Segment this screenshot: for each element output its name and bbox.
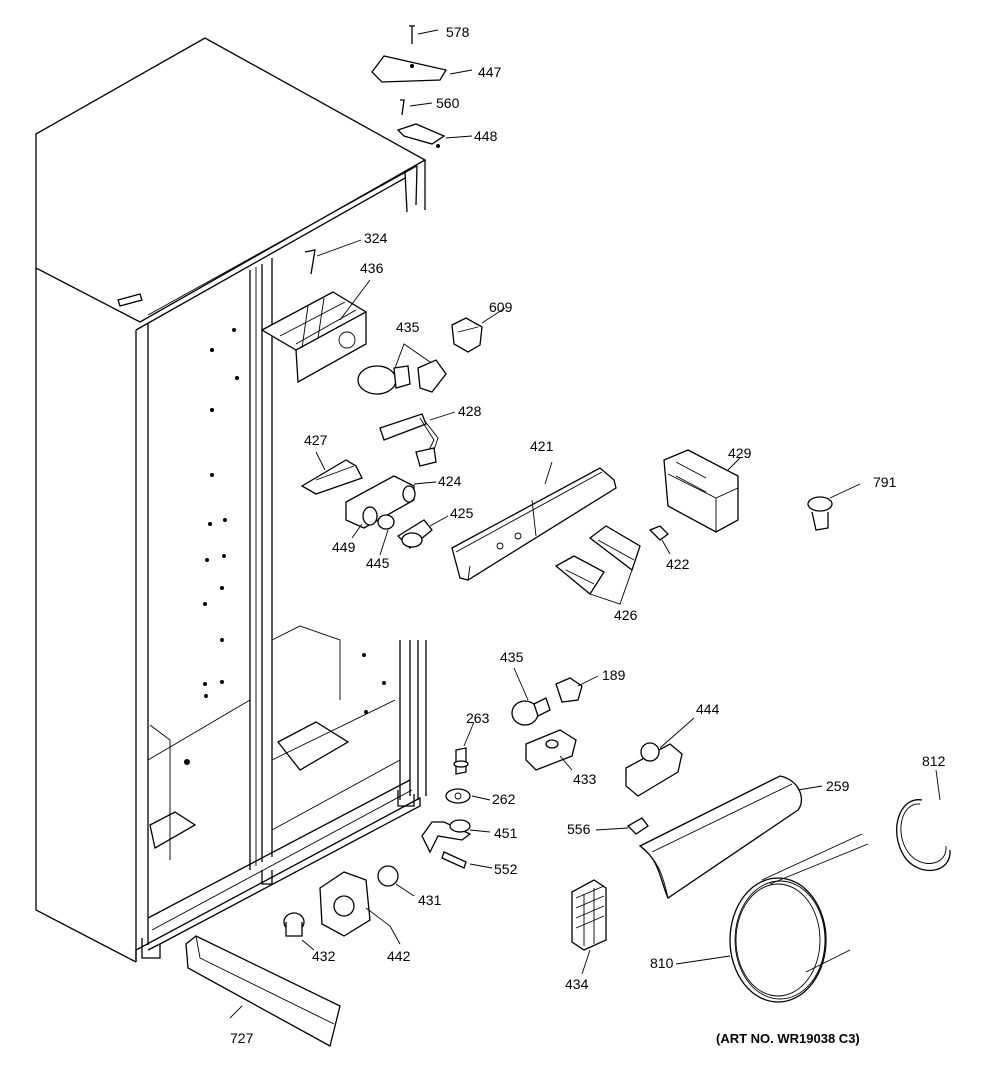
label-812: 812 (922, 753, 946, 769)
part-433-light-socket (525, 729, 577, 771)
part-442-fan-motor (319, 871, 401, 945)
part-189-socket (555, 675, 599, 703)
part-429-light-housing (663, 449, 741, 533)
part-812-wire (896, 769, 951, 871)
part-560-screw (400, 99, 433, 116)
label-435-upper: 435 (396, 319, 420, 335)
label-189: 189 (602, 667, 626, 683)
part-259-light-cover (638, 775, 823, 899)
part-425-control-knob (396, 515, 449, 549)
part-445-knob-insert (377, 514, 395, 556)
label-422: 422 (666, 556, 690, 572)
label-449: 449 (332, 539, 356, 555)
label-444: 444 (696, 701, 720, 717)
label-442: 442 (387, 948, 411, 964)
part-labels: 578 447 560 448 324 436 609 435 428 427 … (230, 24, 946, 1046)
label-791: 791 (873, 474, 897, 490)
label-428: 428 (458, 403, 482, 419)
part-449-knob-shaft (351, 506, 378, 539)
part-556-clip (595, 817, 649, 835)
label-425: 425 (450, 505, 474, 521)
label-448: 448 (474, 128, 498, 144)
label-727: 727 (230, 1030, 254, 1046)
label-552: 552 (494, 861, 518, 877)
part-428-wire-harness (379, 411, 456, 467)
part-426-light-lens (554, 525, 641, 605)
label-447: 447 (478, 64, 502, 80)
label-578: 578 (446, 24, 470, 40)
label-263: 263 (466, 710, 490, 726)
label-810: 810 (650, 955, 674, 971)
part-431-damper (377, 865, 415, 897)
cabinet-screw-holes (184, 328, 386, 765)
part-727-kickplate (185, 935, 341, 1047)
label-259: 259 (826, 778, 850, 794)
part-422-light-socket (648, 525, 671, 555)
label-560: 560 (436, 95, 460, 111)
part-810-wire-coil (675, 833, 869, 1003)
label-609: 609 (489, 299, 513, 315)
label-262: 262 (492, 791, 516, 807)
part-609-switch (451, 307, 506, 353)
label-427: 427 (304, 432, 328, 448)
part-448-hinge (396, 123, 473, 148)
part-432-bushing (283, 912, 315, 951)
part-578-screw (409, 25, 439, 44)
part-435-light-bulb (357, 343, 447, 395)
label-556: 556 (567, 821, 591, 837)
label-433: 433 (573, 771, 597, 787)
label-432: 432 (312, 948, 336, 964)
label-451: 451 (494, 825, 518, 841)
part-262-hinge-bushing (445, 788, 491, 804)
label-435-lower: 435 (500, 649, 524, 665)
refrigerator-cabinet (35, 37, 427, 963)
label-431: 431 (418, 892, 442, 908)
art-number: (ART NO. WR19038 C3) (716, 1031, 860, 1046)
part-447-hinge-cover (371, 55, 473, 83)
part-552-screw (441, 851, 493, 869)
label-426: 426 (614, 607, 638, 623)
label-429: 429 (728, 445, 752, 461)
part-436-light-shield (260, 279, 371, 384)
label-421: 421 (530, 438, 554, 454)
part-421-control-housing (451, 461, 617, 581)
part-427-wire-connector (300, 451, 363, 495)
part-263-spring-pin (453, 721, 475, 775)
label-424: 424 (438, 473, 462, 489)
part-435-light-bulb-lower (511, 667, 551, 726)
label-434: 434 (565, 976, 589, 992)
part-444-switch (625, 717, 695, 797)
label-436: 436 (360, 260, 384, 276)
part-791-grommet (807, 483, 861, 531)
label-324: 324 (364, 230, 388, 246)
label-445: 445 (366, 555, 390, 571)
part-451-bottom-hinge (421, 819, 491, 854)
part-434-filter-grille (571, 879, 607, 975)
part-324-screw (304, 239, 362, 275)
